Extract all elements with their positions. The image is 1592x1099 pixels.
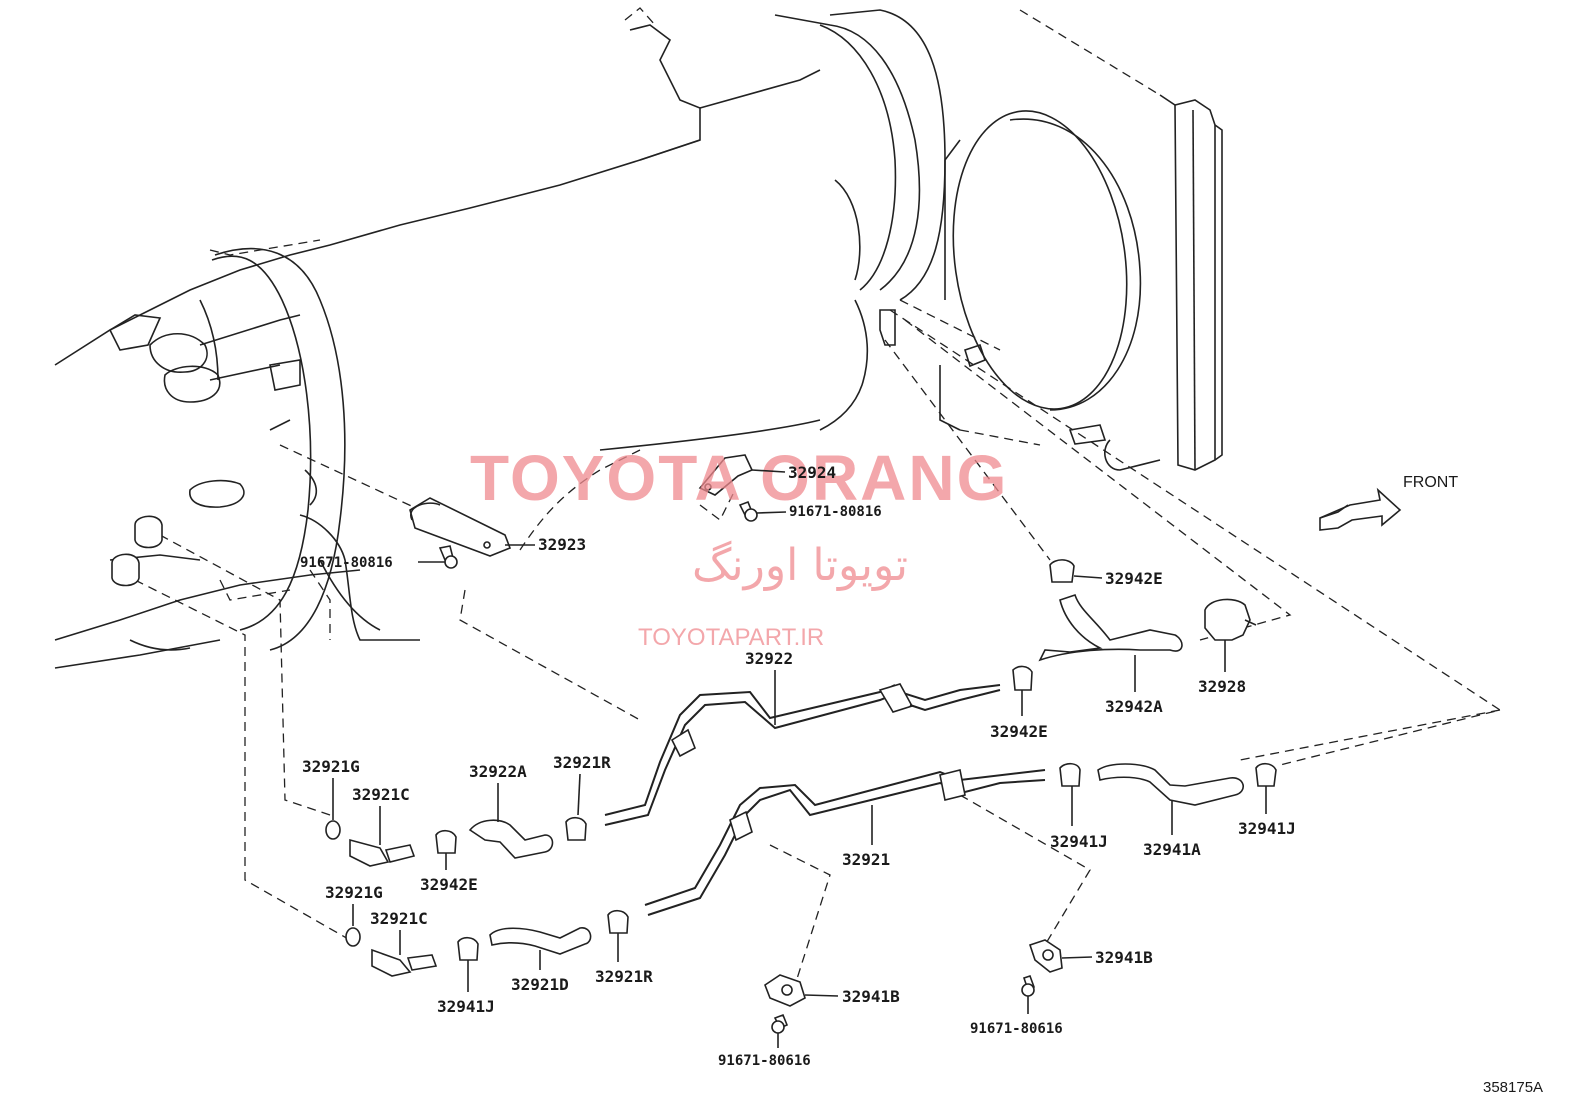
front-label: FRONT: [1403, 474, 1458, 491]
union-32921C-bot: [371, 948, 438, 977]
label-32941J-right: 32941J: [1238, 819, 1296, 838]
watermark-url: TOYOTAPART.IR: [638, 624, 824, 651]
clamp-32921R-top: [565, 816, 587, 841]
label-32921G-bot: 32921G: [325, 883, 383, 902]
label-32923: 32923: [538, 535, 586, 554]
watermark: TOYOTA ORANG تویوتا اورنگ TOYOTAPART.IR: [470, 442, 1008, 651]
hose-32922A: [468, 819, 554, 859]
clamp-32941J-mid: [1059, 762, 1081, 787]
label-32921R-top: 32921R: [553, 753, 611, 772]
leader-lines: [134, 309, 1502, 986]
label-32942E-top: 32942E: [1105, 569, 1163, 588]
union-32921C-top: [349, 838, 416, 867]
clamp-32942E-mid: [1012, 665, 1033, 691]
diagram-id: 358175A: [1483, 1079, 1543, 1096]
valve-32928: [1204, 598, 1251, 641]
label-32942E-mid: 32942E: [990, 722, 1048, 741]
watermark-title-fa: تویوتا اورنگ: [692, 540, 908, 591]
label-32921C-bot: 32921C: [370, 909, 428, 928]
radiator-outline: [879, 9, 1223, 471]
hose-32921D: [489, 927, 592, 955]
pipe-32921: [647, 779, 1046, 916]
label-bolt-mid: 91671-80616: [718, 1053, 811, 1069]
bolt-91671-80816-left: [438, 545, 458, 569]
clamp-32921R-bot: [607, 909, 629, 934]
label-32921C-top: 32921C: [352, 785, 410, 804]
front-arrow-icon: [1319, 487, 1402, 531]
clamp-32942E-low: [435, 829, 457, 854]
label-32921D: 32921D: [511, 975, 569, 994]
label-32941J-bot: 32941J: [437, 997, 495, 1016]
hose-32941A: [1097, 763, 1244, 806]
bolt-91671-80616-mid: [771, 1013, 789, 1034]
label-bolt-right: 91671-80616: [970, 1021, 1063, 1037]
label-32941B-right: 32941B: [1095, 948, 1153, 967]
label-bolt-left: 91671-80816: [300, 555, 393, 571]
label-32942E-low: 32942E: [420, 875, 478, 894]
watermark-title: TOYOTA ORANG: [470, 442, 1008, 514]
bushing-upper: [134, 515, 163, 549]
label-32924: 32924: [788, 463, 836, 482]
transmission-outline: [54, 7, 946, 669]
label-32941J-mid: 32941J: [1050, 832, 1108, 851]
oring-32921G-top: [325, 820, 341, 840]
label-32921R-bot: 32921R: [595, 967, 653, 986]
clamp-32942E-top: [1049, 559, 1075, 583]
clamp-32941B-mid: [764, 974, 806, 1007]
label-32922A: 32922A: [469, 762, 527, 781]
bolt-91671-80816-top: [738, 500, 758, 522]
parts: [111, 454, 1277, 1034]
part-labels: 32924 91671-80816 32923 91671-80816 3294…: [300, 463, 1296, 1069]
label-32921: 32921: [842, 850, 890, 869]
label-32941B-mid: 32941B: [842, 987, 900, 1006]
oring-32921G-bot: [345, 927, 361, 947]
label-32942A: 32942A: [1105, 697, 1163, 716]
label-32928: 32928: [1198, 677, 1246, 696]
bolt-91671-80616-right: [1021, 974, 1035, 997]
label-32921G-top: 32921G: [302, 757, 360, 776]
clamp-32941J-right: [1255, 762, 1277, 787]
label-32922: 32922: [745, 649, 793, 668]
clamp-32941B-right: [1028, 939, 1063, 973]
hose-32942A: [1038, 593, 1183, 662]
bushing-lower: [111, 553, 140, 587]
bracket-32923: [409, 497, 512, 557]
clamp-32941J-bot: [457, 936, 479, 961]
label-32941A: 32941A: [1143, 840, 1201, 859]
pipe-32922: [604, 684, 1001, 826]
label-bolt-top: 91671-80816: [789, 504, 882, 520]
